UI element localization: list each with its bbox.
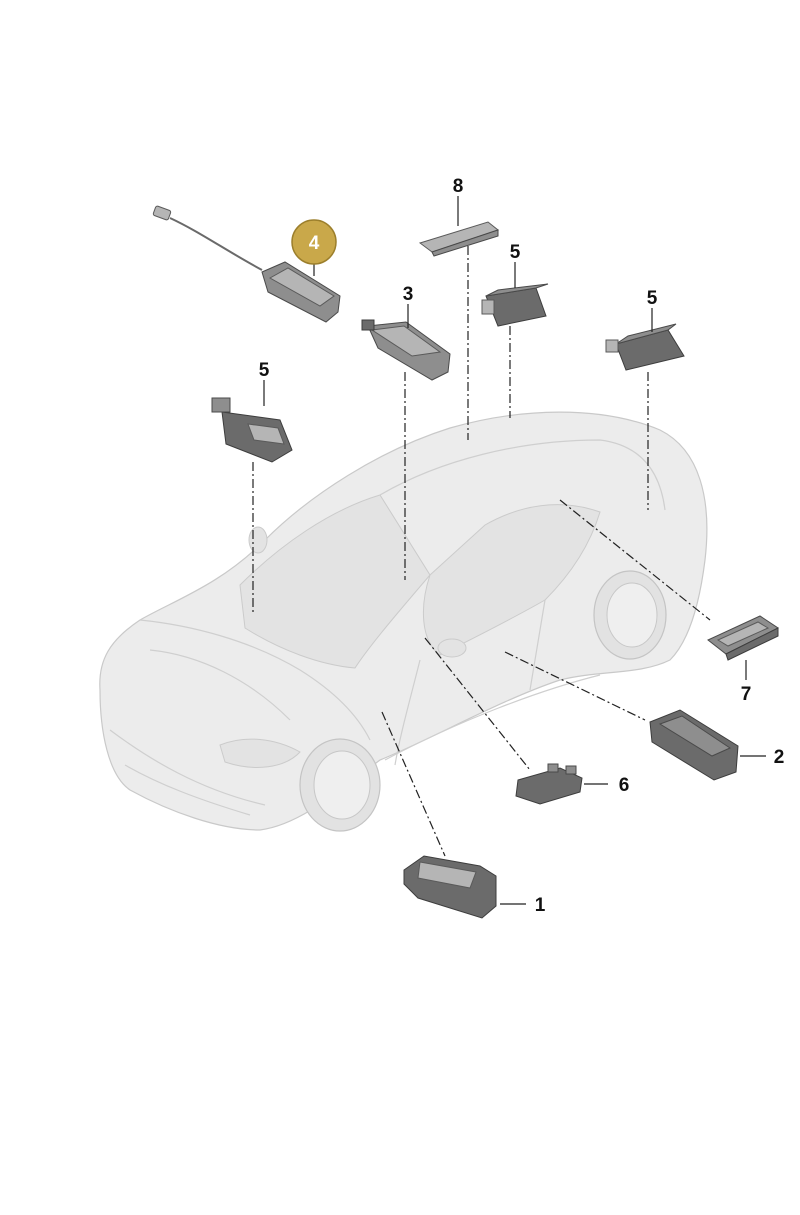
dash-6 (424, 637, 531, 771)
part-5-sensor-right (605, 323, 685, 371)
callout-5-top[interactable]: 5 (510, 242, 521, 263)
callout-4-badge[interactable] (291, 219, 337, 265)
callout-2[interactable]: 2 (774, 747, 785, 768)
rear-wheel-rim (606, 582, 658, 648)
dash-2 (504, 651, 646, 721)
dash-7 (559, 499, 711, 621)
part-2-switch (649, 709, 739, 781)
front-grille (124, 764, 251, 816)
callout-1[interactable]: 1 (535, 895, 546, 916)
front-wheel-rim (313, 750, 371, 820)
headlight (219, 738, 301, 768)
part-8-bracket (418, 221, 500, 257)
leader-lines (252, 196, 766, 905)
callout-7[interactable]: 7 (741, 684, 752, 705)
roof-line (379, 439, 666, 511)
callout-3[interactable]: 3 (403, 284, 414, 305)
part-3-unit (361, 319, 451, 381)
windshield (239, 494, 431, 669)
side-sill (384, 674, 601, 761)
part-5-sensor-left (211, 397, 293, 463)
part-5-sensor-top (481, 283, 549, 327)
callouts: 4 8 5 3 5 5 7 2 6 1 (259, 176, 785, 916)
callout-6[interactable]: 6 (619, 775, 630, 796)
part-1-switch (403, 855, 497, 919)
part-7-module (707, 615, 779, 661)
side-mirror-left (248, 526, 268, 554)
front-bumper (109, 729, 266, 806)
callout-5-right[interactable]: 5 (647, 288, 658, 309)
door-line-front (394, 659, 421, 766)
hood-crease (149, 649, 291, 721)
callout-4[interactable]: 4 (309, 233, 320, 254)
callout-8[interactable]: 8 (453, 176, 464, 197)
callout-5-left[interactable]: 5 (259, 360, 270, 381)
car-illustration (99, 411, 708, 832)
side-mirror (437, 638, 467, 658)
part-4-module (152, 205, 341, 323)
part-6-connector (515, 763, 583, 805)
hood-line (139, 619, 371, 741)
side-windows (422, 504, 601, 656)
door-line-rear (529, 599, 546, 691)
